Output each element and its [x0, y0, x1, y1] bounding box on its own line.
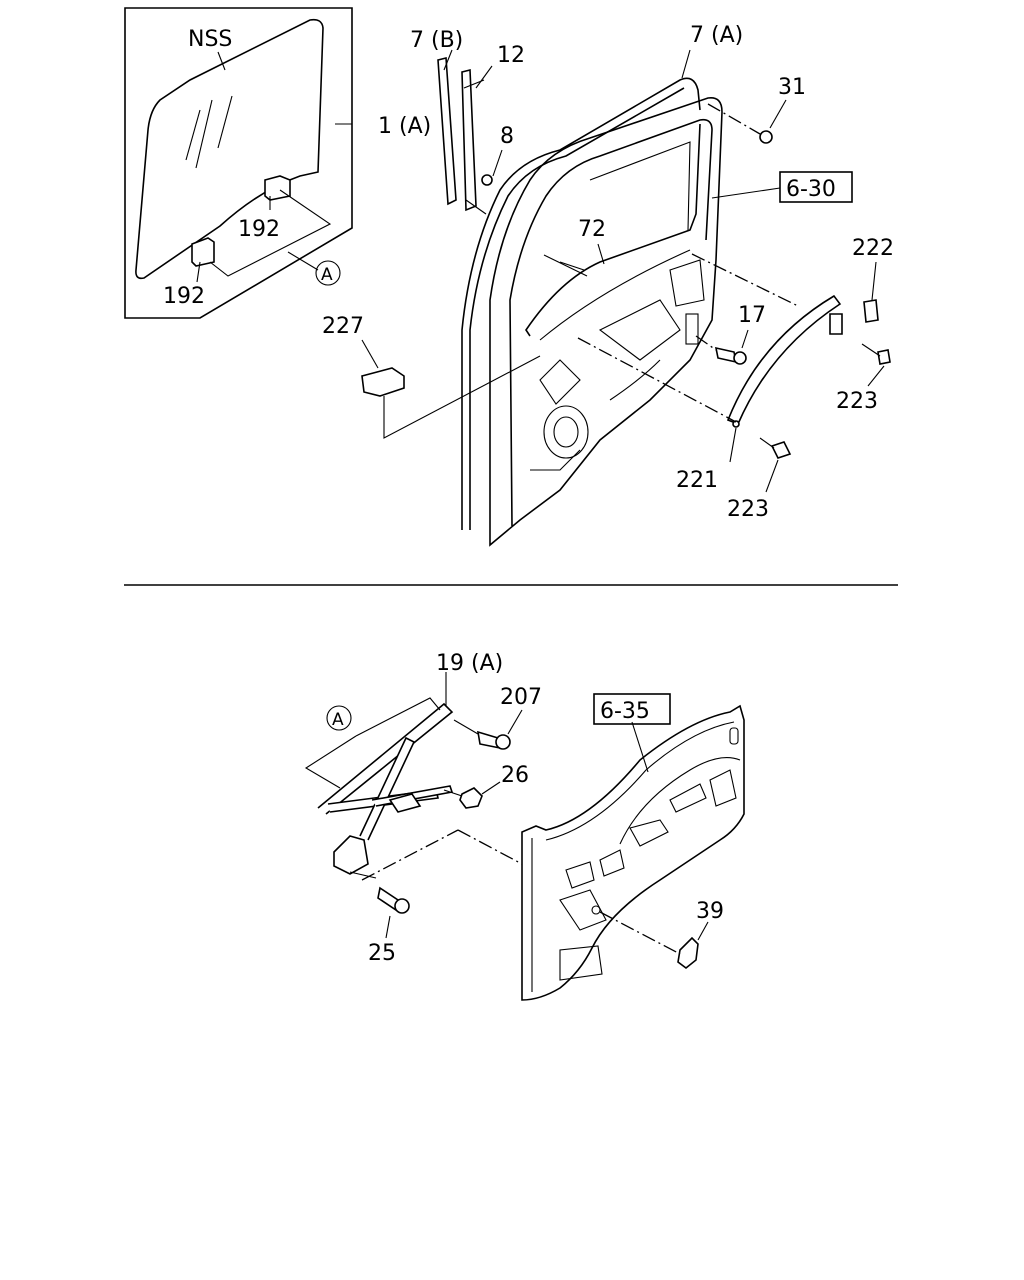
part-222 — [863, 299, 879, 323]
label-handle-227: 227 — [322, 314, 364, 339]
ref-marker-circle-lower — [326, 705, 352, 731]
nut-26 — [443, 781, 501, 809]
door-trim-panel — [361, 704, 745, 1001]
label-nss: NSS — [188, 27, 232, 52]
label-glass-part: 1 (A) — [378, 114, 431, 139]
label-run-channel-b: 7 (B) — [410, 28, 463, 53]
label-guide-12: 12 — [497, 43, 525, 68]
weatherstrip-7a — [461, 77, 701, 530]
label-bracket-upper: 192 — [238, 217, 280, 242]
screw-223-lower — [770, 441, 792, 459]
run-channel-group — [437, 49, 503, 215]
label-part-222: 222 — [852, 236, 894, 261]
ref-box-630 — [779, 171, 853, 203]
ref-marker-lower: A — [332, 710, 344, 730]
label-door-72: 72 — [578, 217, 606, 242]
glass-inset-panel — [124, 7, 353, 319]
bolt-17 — [695, 329, 749, 365]
ref-box-635-leader — [631, 721, 649, 773]
glass-bracket-upper — [264, 175, 291, 201]
label-weatherstrip-7a: 7 (A) — [690, 23, 743, 48]
label-clip-39: 39 — [696, 899, 724, 924]
door-outer-panel — [489, 96, 723, 547]
bolt-25 — [377, 886, 410, 939]
label-regulator-19a: 19 (A) — [436, 651, 503, 676]
glass-bracket-lower — [191, 237, 215, 267]
label-screw-223-right: 223 — [836, 389, 878, 414]
ref-marker-upper: A — [321, 265, 333, 285]
ref-marker-circle-upper — [315, 260, 341, 286]
screw-223-right — [877, 349, 891, 365]
door-glass-outline — [135, 18, 324, 280]
handle-227 — [361, 339, 541, 439]
clip-39 — [599, 911, 709, 970]
label-ref-630: 6-30 — [786, 177, 836, 202]
door-assembly — [461, 77, 723, 547]
label-bolt-207: 207 — [500, 685, 542, 710]
label-ref-635: 6-35 — [600, 699, 650, 724]
label-nut-26: 26 — [501, 763, 529, 788]
ref-box-630-leader — [711, 187, 781, 199]
screw-8 — [481, 174, 493, 186]
bolt-31 — [707, 99, 787, 144]
lower-sash-trim — [577, 253, 891, 493]
ref-box-635 — [593, 693, 671, 725]
label-clip-221: 221 — [676, 468, 718, 493]
label-bolt-17: 17 — [738, 303, 766, 328]
window-regulator-19a — [304, 672, 454, 879]
label-screw-8: 8 — [500, 124, 514, 149]
label-bracket-lower: 192 — [163, 284, 205, 309]
label-bolt-31: 31 — [778, 75, 806, 100]
label-bolt-25: 25 — [368, 941, 396, 966]
clip-221 — [732, 420, 740, 428]
bolt-207 — [453, 709, 523, 750]
label-screw-223-lower: 223 — [727, 497, 769, 522]
